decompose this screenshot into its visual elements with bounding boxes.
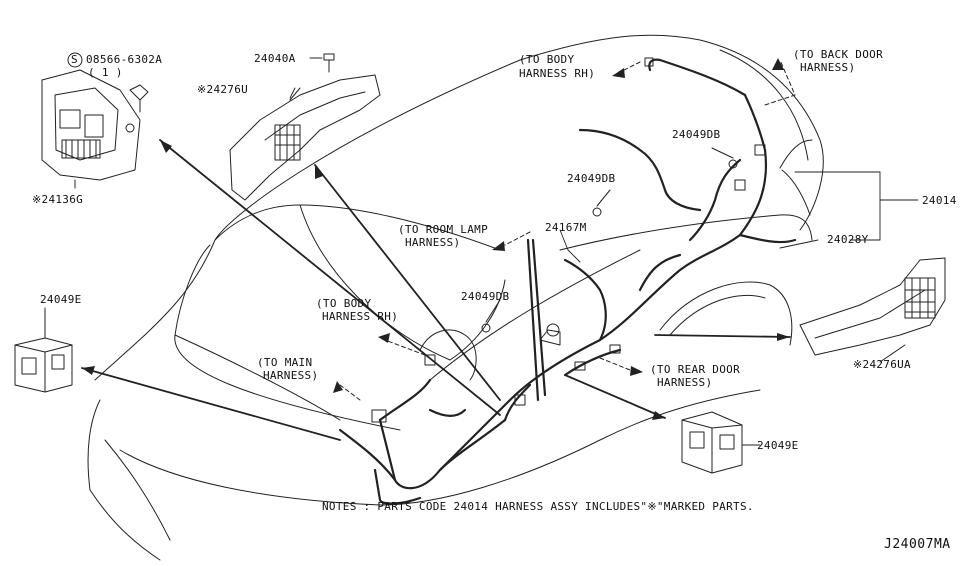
label-24049db-b: 24049DB — [567, 172, 616, 185]
vehicle-body-outline — [87, 34, 824, 561]
junction-block-24136g — [41, 69, 149, 189]
screw-symbol — [67, 52, 83, 68]
label-24167m: 24167M — [545, 221, 587, 234]
bracket-24049e-left — [14, 307, 73, 393]
label-screw-qty: ( 1 ) — [88, 66, 123, 79]
screw-symbol-letter: S — [71, 53, 78, 66]
label-to-main-harness: (TO MAIN — [257, 356, 313, 369]
label-24276ua: ※24276UA — [853, 358, 911, 371]
notes-text: NOTES : PARTS CODE 24014 HARNESS ASSY IN… — [322, 500, 754, 513]
label-24276u: ※24276U — [197, 83, 249, 96]
protector-24276ua — [799, 257, 946, 363]
label-24049db-c: 24049DB — [461, 290, 510, 303]
label-to-room-lamp-harness-2: HARNESS) — [405, 236, 461, 249]
label-24136g: ※24136G — [32, 193, 84, 206]
clips-connectors — [371, 57, 766, 423]
label-08566-6302a: 08566-6302A — [86, 53, 163, 66]
label-to-rear-door-harness-2: HARNESS) — [657, 376, 713, 389]
label-24049db-a: 24049DB — [672, 128, 721, 141]
diagram-code: J24007MA — [884, 537, 951, 552]
label-to-body-harness-rh-mid: (TO BODY — [316, 297, 372, 310]
wiring-harness — [338, 58, 797, 505]
label-to-main-harness-2: HARNESS) — [263, 369, 319, 382]
label-leaders — [289, 87, 919, 263]
label-to-back-door-harness: (TO BACK DOOR — [793, 48, 883, 61]
label-24049e-right: 24049E — [757, 439, 799, 452]
label-to-body-harness-rh-top: (TO BODY — [519, 53, 575, 66]
label-to-room-lamp-harness: (TO ROOM LAMP — [398, 223, 488, 236]
direction-arrows — [333, 58, 784, 393]
label-to-rear-door-harness: (TO REAR DOOR — [650, 363, 740, 376]
protector-24276u — [229, 74, 381, 201]
label-to-body-harness-rh-mid-2: HARNESS RH) — [322, 310, 399, 323]
pointer-lines — [81, 139, 791, 441]
label-24014: 24014 — [922, 194, 957, 207]
clip-24040a — [309, 53, 335, 73]
label-to-body-harness-rh-top-2: HARNESS RH) — [519, 67, 596, 80]
bracket-24049e-right — [681, 411, 761, 474]
label-24040a: 24040A — [254, 52, 296, 65]
label-24049e-left: 24049E — [40, 293, 82, 306]
label-to-back-door-harness-2: HARNESS) — [800, 61, 856, 74]
label-24028y: 24028Y — [827, 233, 869, 246]
arrow-heads — [82, 140, 790, 420]
dashed-leaders — [339, 59, 796, 401]
